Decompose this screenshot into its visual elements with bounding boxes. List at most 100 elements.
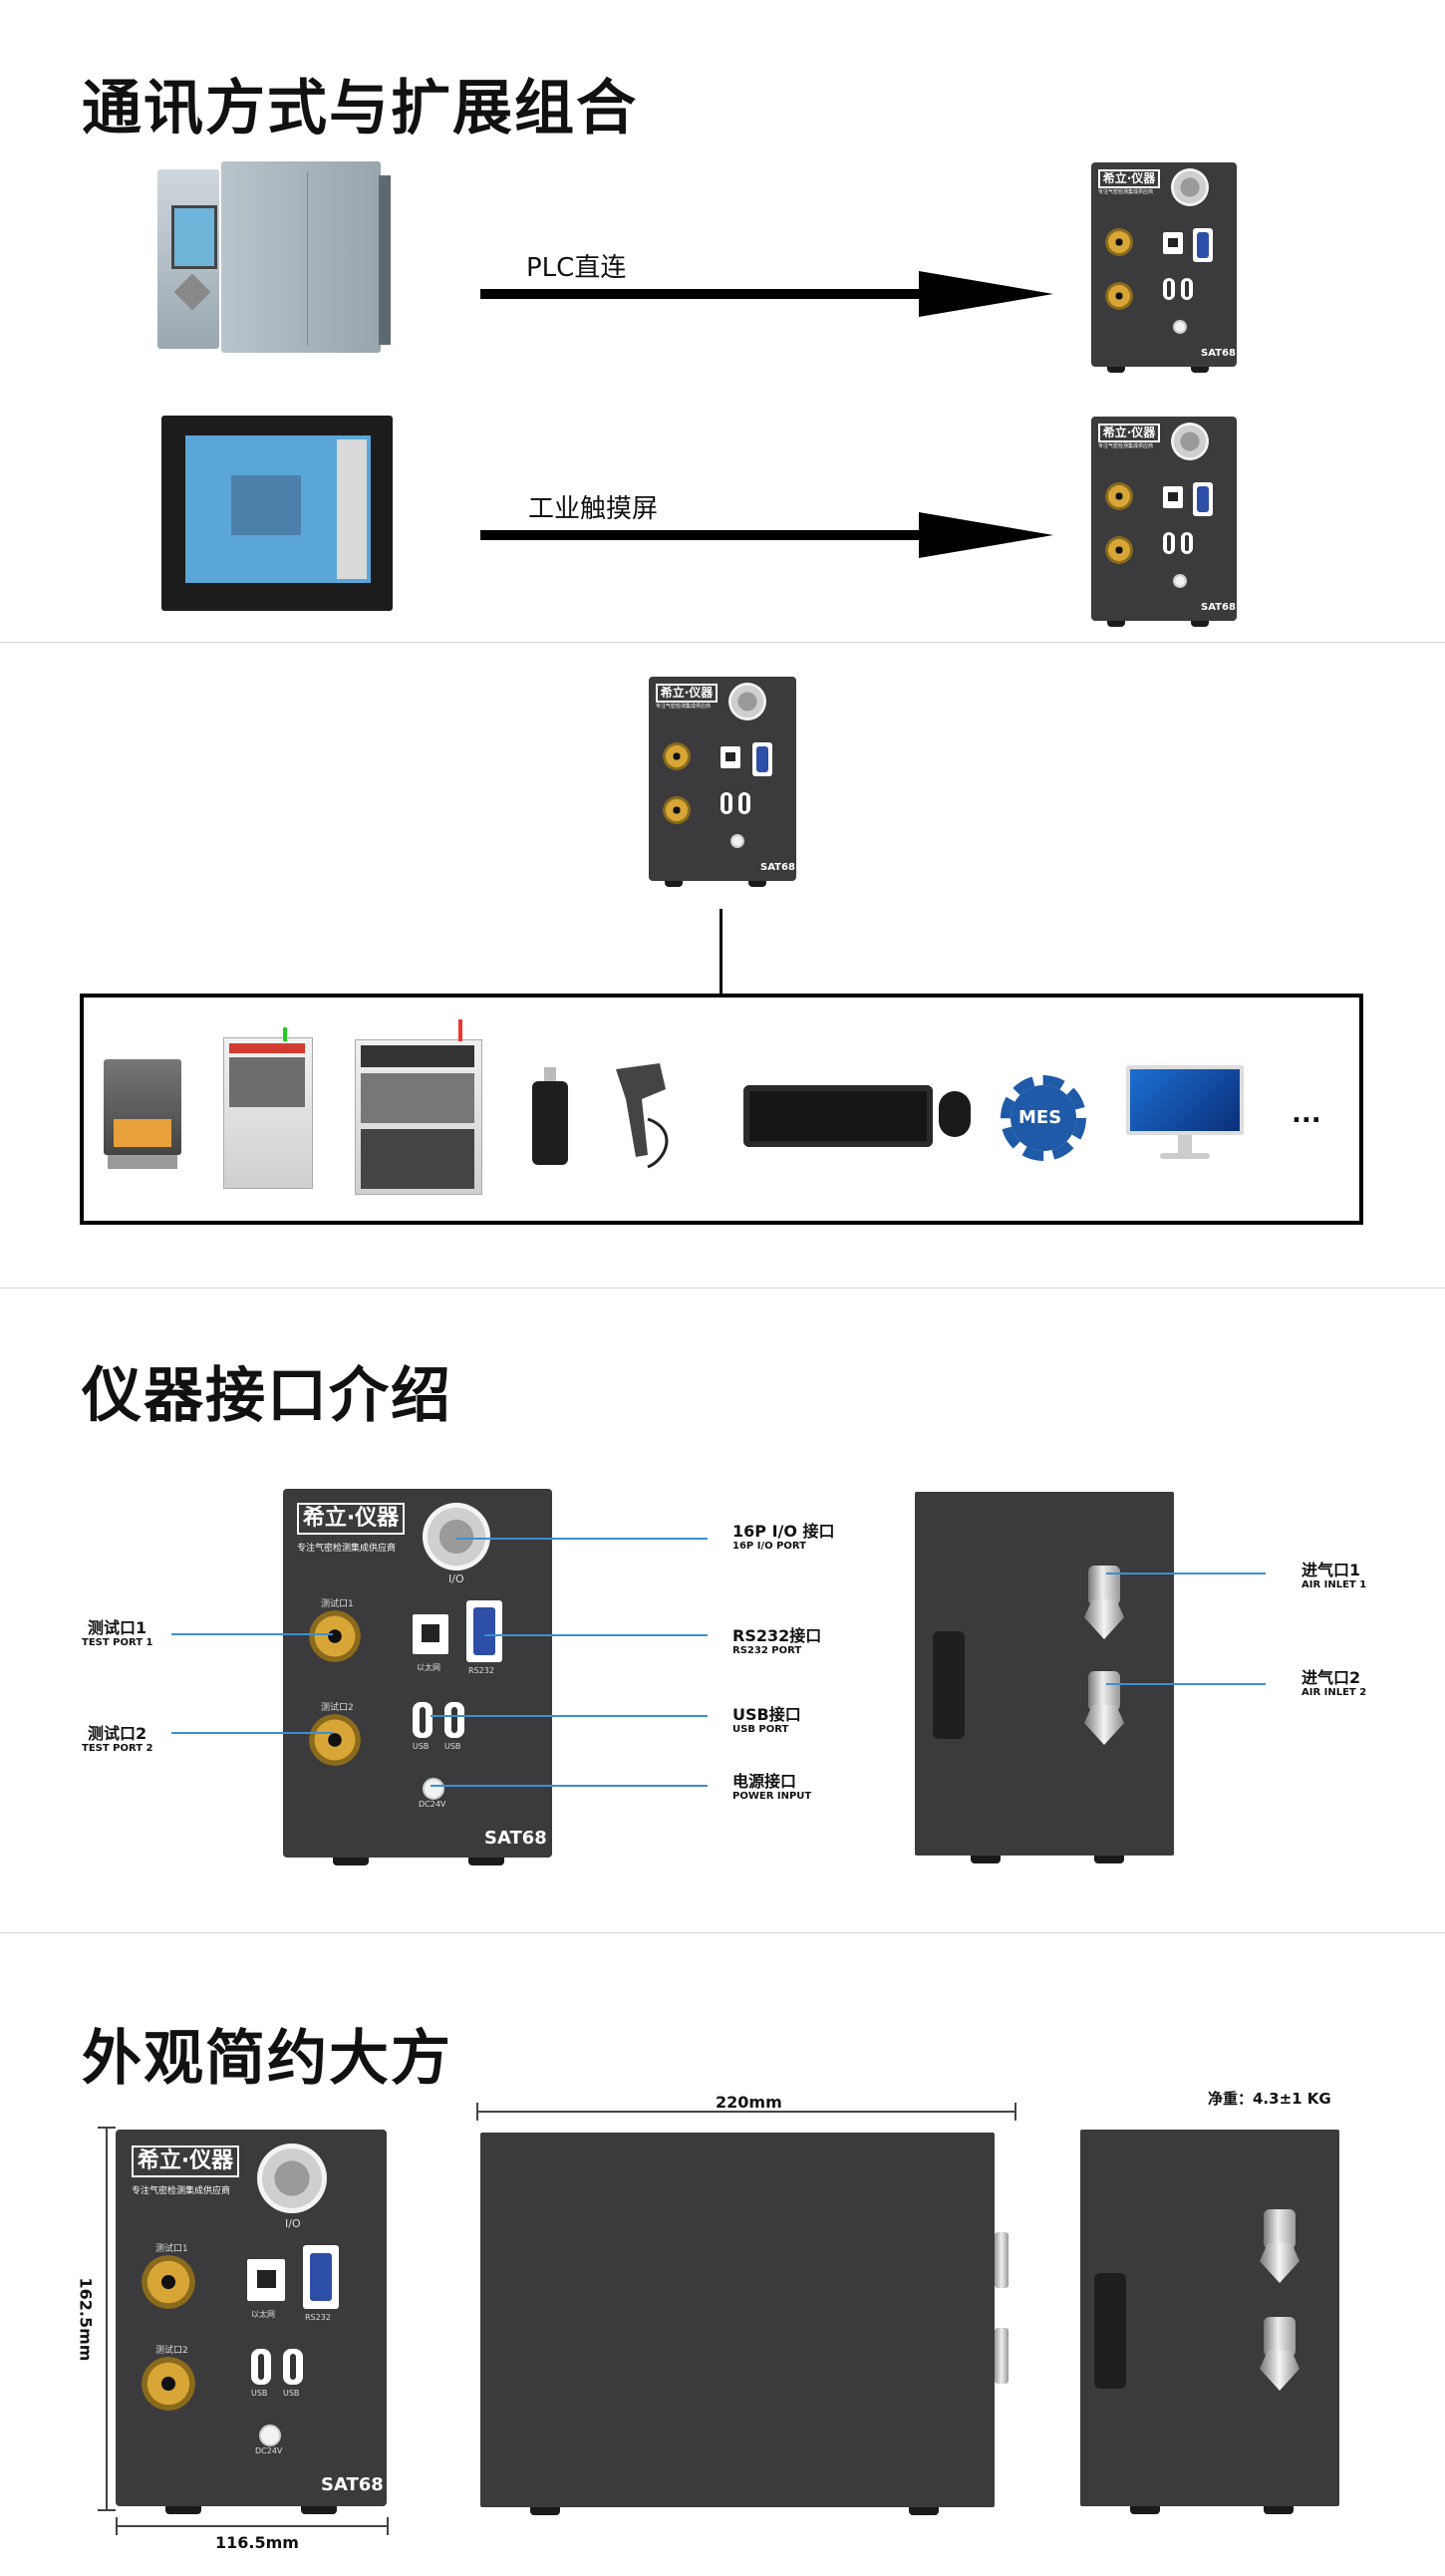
device-model: SAT68 [1201, 602, 1236, 613]
port2-label: 测试口2 [155, 2346, 188, 2356]
test-port-1-icon [1105, 482, 1133, 510]
plc-direct-label: PLC直连 [526, 253, 627, 283]
device-model: SAT68 [484, 1828, 547, 1849]
io-connector-icon [257, 2144, 327, 2213]
dimension-tick [98, 2127, 116, 2129]
dc-label: DC24V [419, 1800, 446, 1809]
port2-label: 测试口2 [321, 1703, 354, 1713]
mes-icon: MES [1001, 1075, 1086, 1161]
device-sat68-expansion: 希立·仪器 专注气密检测集成供应商 SAT68 [649, 677, 796, 887]
section2-title: 仪器接口介绍 [82, 1361, 452, 1431]
ethernet-port-icon [413, 1614, 448, 1654]
device-tagline: 专注气密检测集成供应商 [656, 704, 712, 710]
keyboard-mouse-icon [743, 1083, 973, 1153]
device-tagline: 专注气密检测集成供应商 [1098, 443, 1154, 449]
divider [0, 642, 1445, 643]
callout-air-inlet-2-title: 进气口2 [1301, 1668, 1361, 1687]
test-port-1-icon [1105, 228, 1133, 256]
test-port-1-icon [663, 742, 691, 770]
rs232-label: RS232 [305, 2313, 331, 2322]
device-model: SAT68 [321, 2474, 384, 2495]
callout-power-title: 电源接口 [732, 1772, 797, 1791]
port1-label: 测试口1 [321, 1599, 354, 1609]
usb-port-icon [1163, 532, 1175, 554]
callout-line [431, 1715, 708, 1717]
device-tagline: 专注气密检测集成供应商 [297, 1544, 397, 1554]
width-dimension-line [116, 2525, 389, 2527]
air-inlet-side-icon [995, 2232, 1009, 2288]
io-label: I/O [285, 2217, 301, 2230]
io-label: I/O [448, 1573, 464, 1585]
air-inlet-side-icon [995, 2328, 1009, 2384]
dimension-tick [476, 2103, 478, 2121]
air-inlet-1-icon [1084, 1566, 1124, 1645]
device-sat68-side [915, 1492, 1174, 1863]
dimension-tick [1014, 2103, 1016, 2121]
test-machine-icon [104, 1059, 181, 1171]
ethernet-port-icon [721, 746, 740, 768]
dimension-tick [116, 2517, 118, 2535]
device-sat68-long-side [480, 2133, 1009, 2515]
callout-test-port-2-sub: TEST PORT 2 [82, 1743, 153, 1754]
width-dimension: 116.5mm [215, 2533, 299, 2552]
divider [0, 1932, 1445, 1933]
callout-line [484, 1634, 708, 1636]
rs232-port-icon [1193, 482, 1213, 516]
rs232-label: RS232 [468, 1666, 494, 1675]
test-port-1-icon [142, 2255, 195, 2309]
air-inlet-2-icon [1084, 1671, 1124, 1751]
dimension-tick [387, 2517, 389, 2535]
dc-power-icon [1173, 320, 1187, 334]
device-sat68-dimension-front: 希立·仪器 专注气密检测集成供应商 I/O 测试口1 测试口2 以太网 RS23… [116, 2130, 387, 2514]
section3-title: 外观简约大方 [82, 2024, 452, 2094]
test-port-2-icon [309, 1714, 361, 1766]
test-port-1-icon [309, 1610, 361, 1662]
callout-rs232-sub: RS232 PORT [732, 1645, 802, 1656]
test-port-2-icon [1105, 536, 1133, 564]
height-dimension-line [106, 2127, 108, 2511]
usb-label: USB [283, 2389, 300, 2398]
callout-line [431, 1785, 708, 1787]
device-tagline: 专注气密检测集成供应商 [1098, 189, 1154, 195]
ethernet-port-icon [1163, 232, 1183, 254]
multi-station-machine-icon [355, 1019, 482, 1195]
expansion-box: MES ... [80, 994, 1363, 1225]
arrow-right-icon [480, 271, 1053, 317]
usb-label: USB [413, 1742, 430, 1751]
callout-test-port-1-sub: TEST PORT 1 [82, 1637, 153, 1648]
connector-line [720, 909, 722, 995]
callout-test-port-1-title: 测试口1 [88, 1618, 147, 1637]
depth-dimension: 220mm [716, 2093, 782, 2112]
ethernet-label: 以太网 [251, 2310, 275, 2319]
dc-power-icon [423, 1778, 444, 1800]
ethernet-label: 以太网 [417, 1663, 440, 1672]
callout-line [1106, 1573, 1266, 1574]
ethernet-port-icon [247, 2259, 285, 2301]
usb-label: USB [444, 1742, 461, 1751]
section1-title: 通讯方式与扩展组合 [82, 74, 638, 143]
usb-port-icon [1163, 278, 1175, 300]
touchscreen-icon [161, 416, 393, 611]
air-inlet-1-icon [1260, 2209, 1300, 2289]
callout-air-inlet-1-title: 进气口1 [1301, 1561, 1361, 1579]
usb-drive-icon [532, 1067, 568, 1165]
dc-power-icon [1173, 574, 1187, 588]
io-connector-icon [1171, 168, 1209, 206]
callout-usb-title: USB接口 [732, 1705, 801, 1724]
callout-rs232-title: RS232接口 [732, 1626, 822, 1645]
more-indicator: ... [1292, 1099, 1321, 1129]
test-port-2-icon [1105, 282, 1133, 310]
io-connector-icon [728, 683, 766, 720]
callout-air-inlet-2-sub: AIR INLET 2 [1301, 1687, 1367, 1698]
usb-port-icon [413, 1702, 433, 1738]
usb-port-icon [251, 2349, 271, 2385]
callout-line [171, 1732, 333, 1734]
rs232-port-icon [1193, 228, 1213, 262]
io-connector-icon [1171, 423, 1209, 460]
cabinet-machine-icon [223, 1027, 313, 1189]
callout-io-sub: 16P I/O PORT [732, 1541, 806, 1552]
usb-port-icon [1181, 278, 1193, 300]
device-tagline: 专注气密检测集成供应商 [132, 2186, 231, 2196]
io-connector-icon [423, 1503, 490, 1571]
test-port-2-icon [663, 796, 691, 824]
